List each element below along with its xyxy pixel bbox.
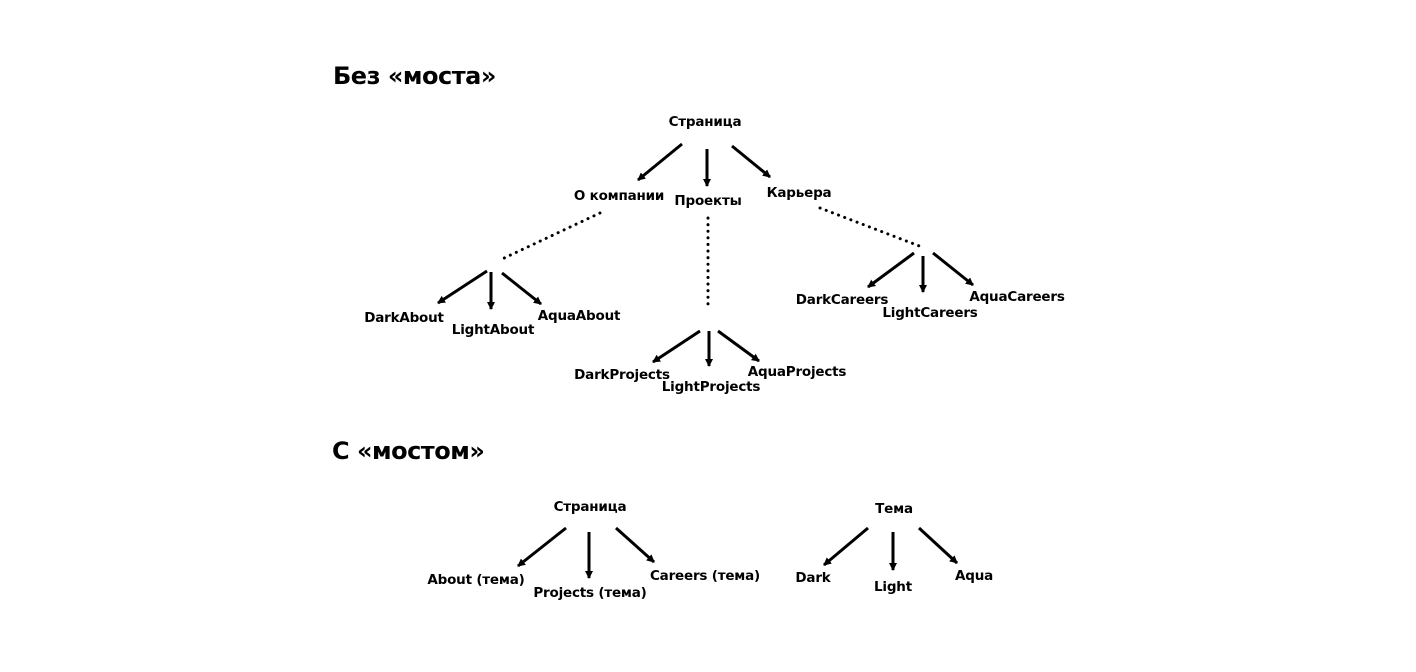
dotted-about — [498, 211, 602, 262]
node-dark-about: DarkAbout — [364, 310, 444, 326]
node-theme-dark: Dark — [795, 570, 831, 586]
node-projects: Проекты — [674, 193, 742, 209]
arrow-dark-careers — [867, 251, 915, 289]
arrows-bridge-page-tree — [517, 526, 656, 579]
arrows-root-to-pages — [637, 142, 771, 187]
heading-with-bridge: С «мостом» — [332, 437, 485, 465]
dotted-careers — [818, 206, 924, 249]
arrow-theme-aqua — [917, 526, 959, 565]
arrow-aqua-about — [501, 271, 542, 306]
node-aqua-careers: AquaCareers — [969, 289, 1065, 305]
node-theme-root: Тема — [875, 501, 913, 517]
arrows-bridge-theme-tree — [823, 526, 959, 571]
node-careers: Карьера — [766, 185, 832, 201]
node-bridge-page-root: Страница — [553, 499, 627, 515]
arrow-aqua-careers — [932, 251, 974, 287]
node-about-theme: About (тема) — [427, 572, 525, 588]
node-about: О компании — [573, 188, 665, 204]
node-theme-aqua: Aqua — [954, 568, 994, 584]
arrow-root-careers — [731, 144, 771, 179]
arrows-about-variants — [437, 269, 542, 310]
arrow-theme-dark — [823, 526, 869, 567]
node-light-about: LightAbout — [451, 322, 535, 338]
heading-without-bridge: Без «моста» — [333, 62, 496, 90]
arrow-page-about-theme — [517, 526, 567, 568]
arrow-root-about — [637, 142, 683, 182]
dotted-connectors — [498, 206, 924, 312]
arrow-page-careers-theme — [614, 526, 656, 564]
arrows-projects-variants — [652, 329, 760, 367]
node-aqua-about: AquaAbout — [537, 308, 621, 324]
node-theme-light: Light — [874, 579, 912, 595]
node-light-careers: LightCareers — [882, 305, 978, 321]
arrow-dark-projects — [652, 329, 701, 364]
node-light-projects: LightProjects — [661, 379, 761, 395]
arrow-dark-about — [437, 269, 488, 305]
arrow-aqua-projects — [717, 329, 760, 363]
node-aqua-projects: AquaProjects — [747, 364, 847, 380]
node-root-page: Страница — [668, 114, 742, 130]
node-projects-theme: Projects (тема) — [533, 585, 647, 601]
node-careers-theme: Careers (тема) — [649, 568, 761, 584]
node-dark-careers: DarkCareers — [795, 292, 889, 308]
node-dark-projects: DarkProjects — [574, 367, 670, 383]
arrows-careers-variants — [867, 251, 974, 293]
